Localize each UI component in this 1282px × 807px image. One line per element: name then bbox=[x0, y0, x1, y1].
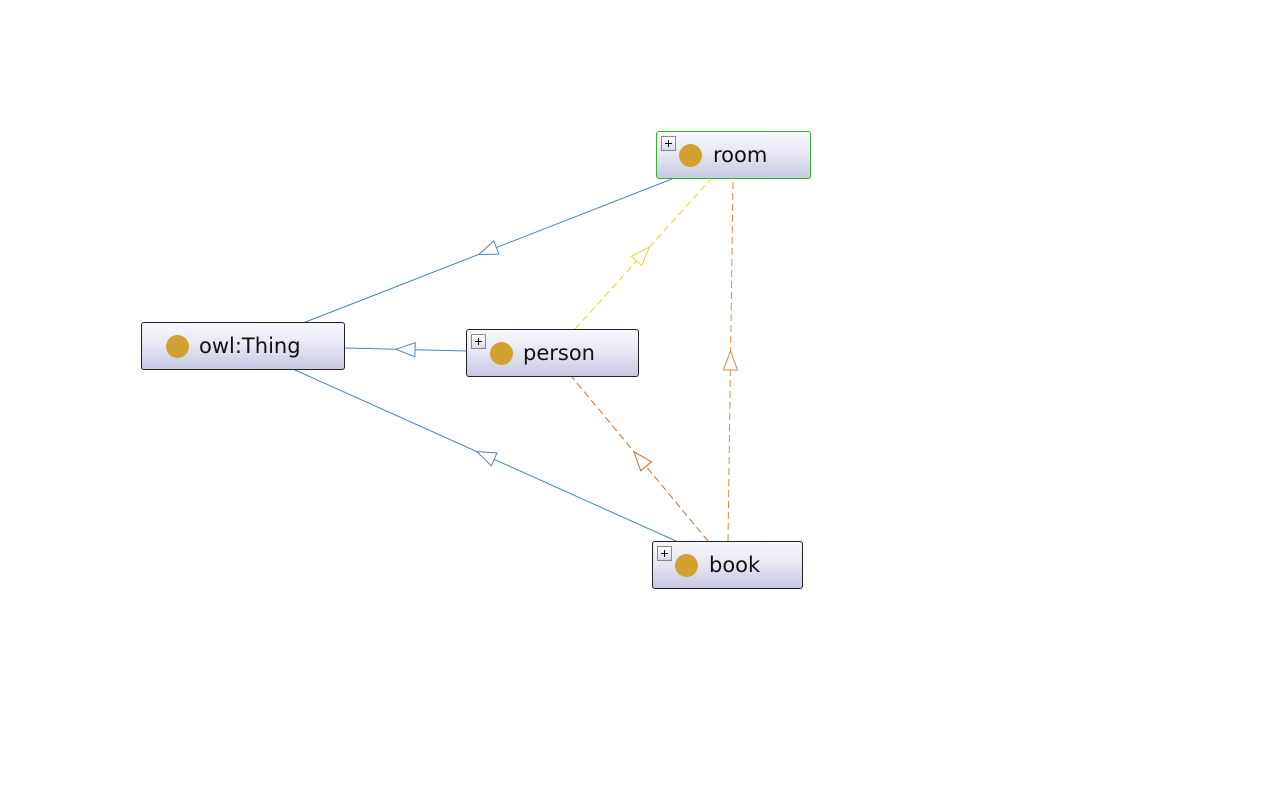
class-circle-icon bbox=[675, 554, 698, 577]
edge-arrowhead-book-person bbox=[632, 450, 653, 472]
node-label-book: book bbox=[709, 553, 761, 577]
expand-plus-icon[interactable] bbox=[471, 334, 486, 349]
expand-plus-icon[interactable] bbox=[657, 546, 672, 561]
node-label-person: person bbox=[523, 341, 595, 365]
node-label-room: room bbox=[713, 143, 768, 167]
edge-arrowhead-person-owl-thing bbox=[394, 341, 416, 358]
node-person[interactable]: person bbox=[466, 329, 639, 377]
edge-arrowhead-book-owl-thing bbox=[475, 451, 498, 467]
node-room[interactable]: room bbox=[656, 131, 811, 179]
edge-arrowhead-book-room bbox=[722, 349, 739, 371]
node-label-owl-thing: owl:Thing bbox=[199, 334, 301, 358]
edge-book-person bbox=[571, 376, 709, 542]
edge-arrowhead-room-owl-thing bbox=[477, 240, 500, 256]
class-circle-icon bbox=[490, 342, 513, 365]
node-owl-thing[interactable]: owl:Thing bbox=[141, 322, 345, 370]
expand-plus-icon[interactable] bbox=[661, 136, 676, 151]
class-circle-icon bbox=[166, 335, 189, 358]
class-circle-icon bbox=[679, 144, 702, 167]
edge-arrowhead-person-room bbox=[630, 245, 651, 267]
node-book[interactable]: book bbox=[652, 541, 803, 589]
